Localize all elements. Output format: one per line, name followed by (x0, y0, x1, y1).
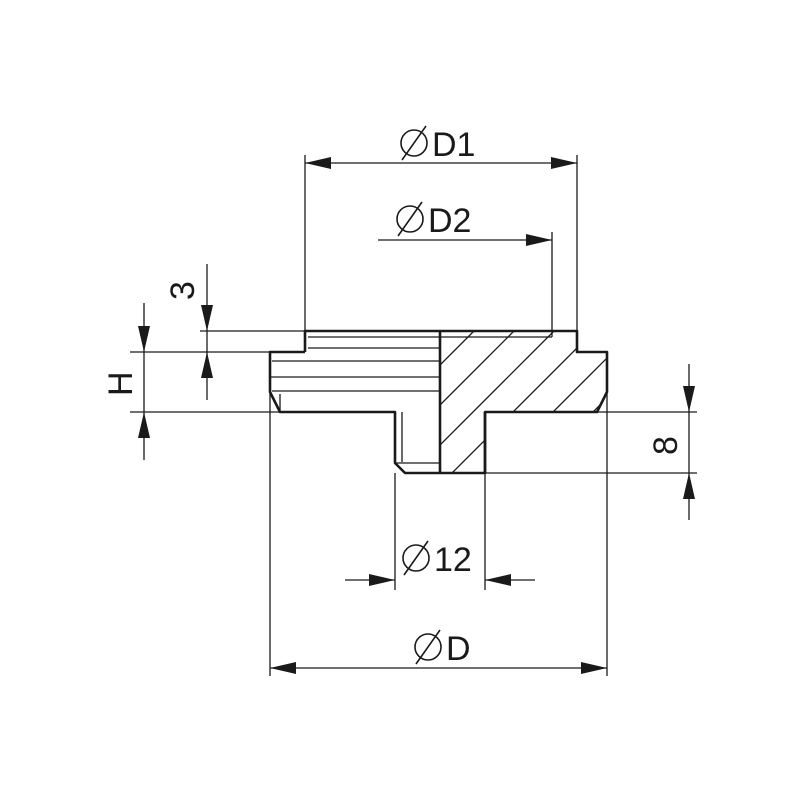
d12-label: 12 (434, 541, 472, 579)
arrowhead (305, 157, 331, 169)
dimension-8: 8 (647, 364, 695, 520)
arrowhead (551, 157, 577, 169)
arrowhead (138, 412, 150, 438)
eight-label: 8 (647, 436, 685, 455)
diameter-symbol-icon (400, 125, 428, 161)
arrowhead (369, 574, 395, 586)
dimension-3: 3 (164, 264, 213, 400)
arrowhead (270, 662, 296, 674)
section-hatching (440, 331, 607, 473)
arrowhead (581, 662, 607, 674)
arrowhead (485, 574, 511, 586)
dimension-d: D (270, 629, 607, 674)
h-label: H (102, 371, 140, 396)
arrowhead (683, 386, 695, 412)
dimension-12: 12 (345, 540, 535, 586)
dimension-h: H (102, 303, 150, 460)
arrowhead (138, 326, 150, 352)
arrowhead (683, 473, 695, 499)
dimension-d1: D1 (305, 125, 577, 169)
dimension-d2: D2 (378, 201, 552, 246)
three-label: 3 (164, 281, 202, 300)
arrowhead (526, 234, 552, 246)
d1-label: D1 (432, 126, 475, 164)
diameter-symbol-icon (402, 540, 430, 576)
extension-lines (130, 155, 697, 676)
diameter-symbol-icon (396, 201, 424, 237)
part-outline (268, 329, 609, 475)
diameter-symbol-icon (414, 629, 442, 665)
arrowhead (201, 352, 213, 378)
arrowhead (201, 305, 213, 331)
d-label: D (446, 630, 471, 668)
d2-label: D2 (428, 202, 471, 240)
